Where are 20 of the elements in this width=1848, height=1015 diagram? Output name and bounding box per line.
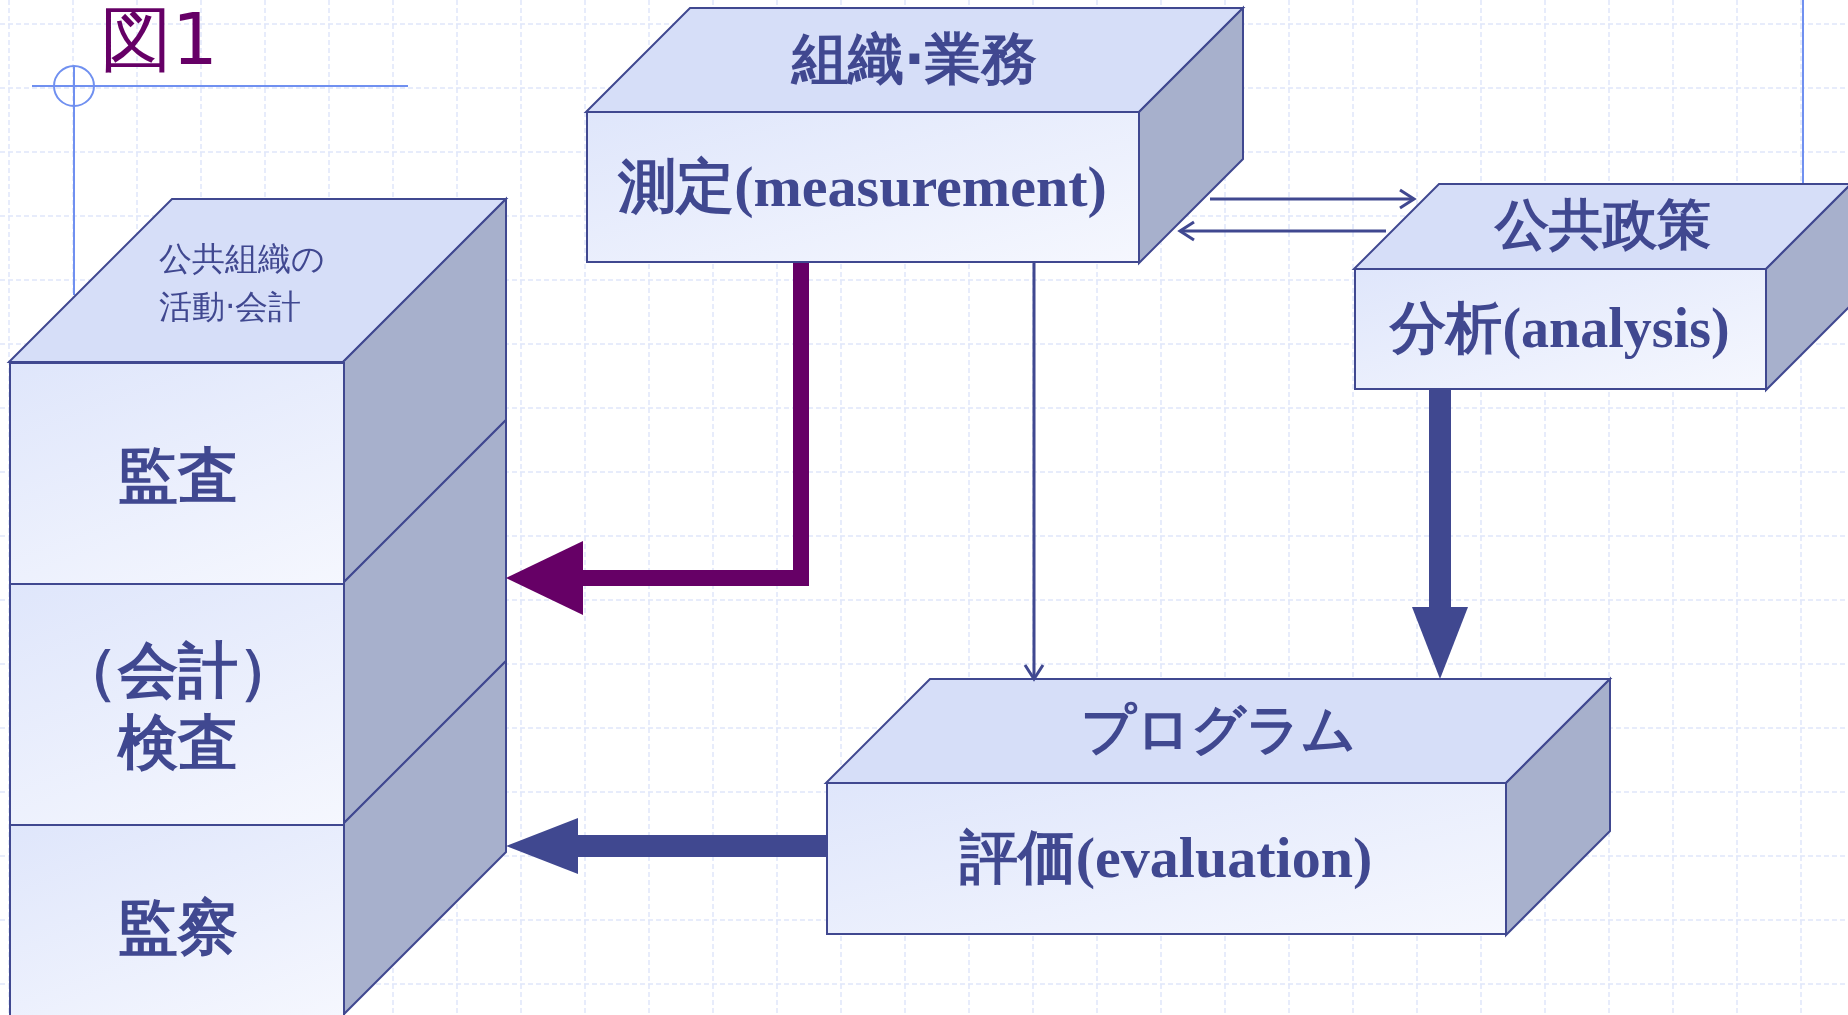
arrow — [506, 818, 826, 874]
block-layer — [9, 362, 345, 585]
box-heading: 組織·業務 — [790, 25, 1039, 93]
arrow — [1178, 220, 1386, 242]
block-heading: 公共組織の活動·会計 — [159, 238, 326, 328]
block-label: 監査 — [117, 438, 239, 511]
box-label: 分析(analysis) — [1388, 295, 1731, 361]
arrow — [1412, 390, 1468, 679]
title: 図1 — [100, 0, 218, 83]
box-heading: プログラム — [1079, 697, 1357, 763]
block-layer — [9, 583, 345, 826]
block-layer — [9, 824, 345, 1015]
box-heading: 公共政策 — [1493, 193, 1712, 258]
block-label: （会計）検査 — [57, 633, 299, 778]
box-label: 測定(measurement) — [616, 152, 1108, 221]
block-label: 監察 — [117, 891, 239, 963]
arrow — [1023, 263, 1045, 681]
box-label: 評価(evaluation) — [958, 824, 1374, 893]
arrow — [1210, 188, 1416, 210]
arrow — [506, 263, 809, 615]
